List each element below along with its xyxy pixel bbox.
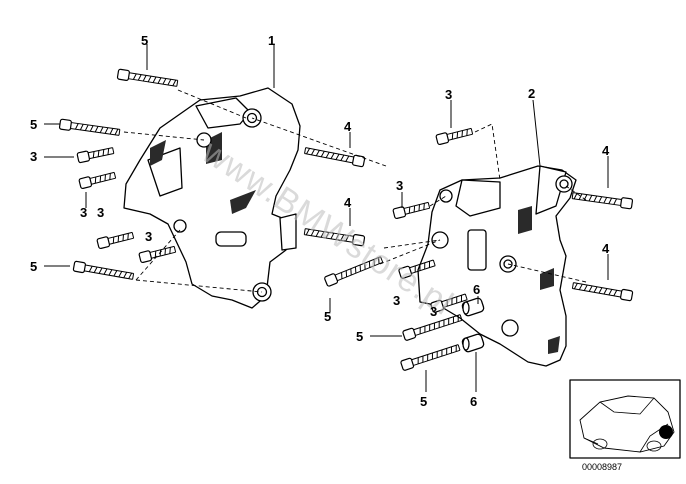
callout-3-a: 3 [80, 205, 87, 220]
callout-4-d: 4 [602, 241, 610, 256]
callout-5-top: 5 [141, 33, 148, 48]
bolt-3-c [96, 229, 135, 250]
bracket-1 [123, 87, 301, 309]
callout-3-e: 3 [396, 178, 403, 193]
assembly-lines [123, 89, 587, 293]
callout-3-c: 3 [145, 229, 152, 244]
bolt-3-f [392, 199, 431, 220]
callout-6-bottom: 6 [470, 394, 477, 409]
callout-2: 2 [528, 86, 535, 101]
bolt-5-top [116, 68, 179, 89]
location-marker-icon [659, 425, 673, 439]
callout-3-left: 3 [30, 149, 37, 164]
bolt-3-d [138, 243, 177, 264]
callout-1: 1 [268, 33, 275, 48]
callout-3-f: 3 [393, 293, 400, 308]
callout-5-middle: 5 [324, 309, 331, 324]
callout-3-b: 3 [97, 205, 104, 220]
bracket-2 [417, 165, 577, 367]
callout-5-bottom-left: 5 [356, 329, 363, 344]
callout-5-bottom: 5 [420, 394, 427, 409]
bolt-3-b [78, 169, 117, 190]
callout-3-g: 3 [430, 304, 437, 319]
sleeve-6-b [461, 333, 485, 353]
reference-number: 00008987 [582, 462, 622, 472]
callout-5-lower-left: 5 [30, 259, 37, 274]
bolt-4-d [571, 280, 634, 302]
callout-5-upper-left: 5 [30, 117, 37, 132]
callout-4-b: 4 [344, 195, 352, 210]
leader-lines [44, 44, 609, 392]
bolt-5-bottom-b [399, 342, 462, 372]
callout-4-a: 4 [344, 119, 352, 134]
bolt-5-lower-left [72, 260, 135, 282]
bolt-4-a [303, 145, 366, 168]
bolt-3-e [435, 125, 474, 146]
vehicle-locator-thumbnail [569, 379, 681, 459]
callout-3-d: 3 [445, 87, 452, 102]
bolt-5-upper-left [58, 118, 121, 138]
bolt-3-a [76, 145, 115, 164]
bolt-4-c [571, 190, 634, 210]
callout-4-c: 4 [602, 143, 610, 158]
callout-6-top: 6 [473, 282, 480, 297]
